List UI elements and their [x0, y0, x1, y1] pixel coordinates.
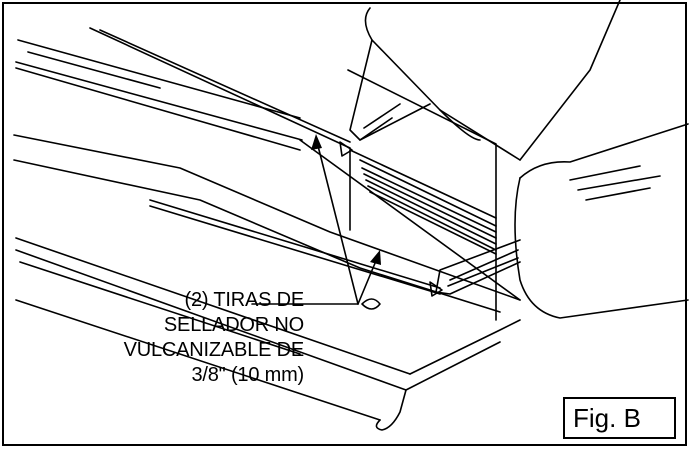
- arrowhead-lower: [370, 250, 381, 265]
- sealant-strip-lower: [149, 199, 443, 297]
- standing-seam: [347, 69, 497, 321]
- lower-rail: [15, 237, 521, 431]
- callout-line-4: 3/8" (10 mm): [191, 364, 304, 386]
- callout-leader: [251, 137, 379, 305]
- sealant-callout: (2) TIRAS DE SELLADOR NO VULCANIZABLE DE…: [68, 288, 305, 388]
- panel-surface: [13, 134, 521, 313]
- figure-label: Fig. B: [563, 397, 676, 439]
- upper-rail: [15, 39, 303, 151]
- sealant-strip-upper: [89, 27, 353, 157]
- callout-line-2: SELLADOR NO: [163, 314, 304, 336]
- callout-line-3: VULCANIZABLE DE: [123, 339, 305, 361]
- caulk-tube-lower: [435, 123, 689, 319]
- callout-line-1: (2) TIRAS DE: [184, 289, 305, 311]
- caulk-tube-upper: [349, 0, 621, 161]
- sealant-bead: [361, 298, 381, 310]
- arrowhead-upper: [311, 134, 322, 150]
